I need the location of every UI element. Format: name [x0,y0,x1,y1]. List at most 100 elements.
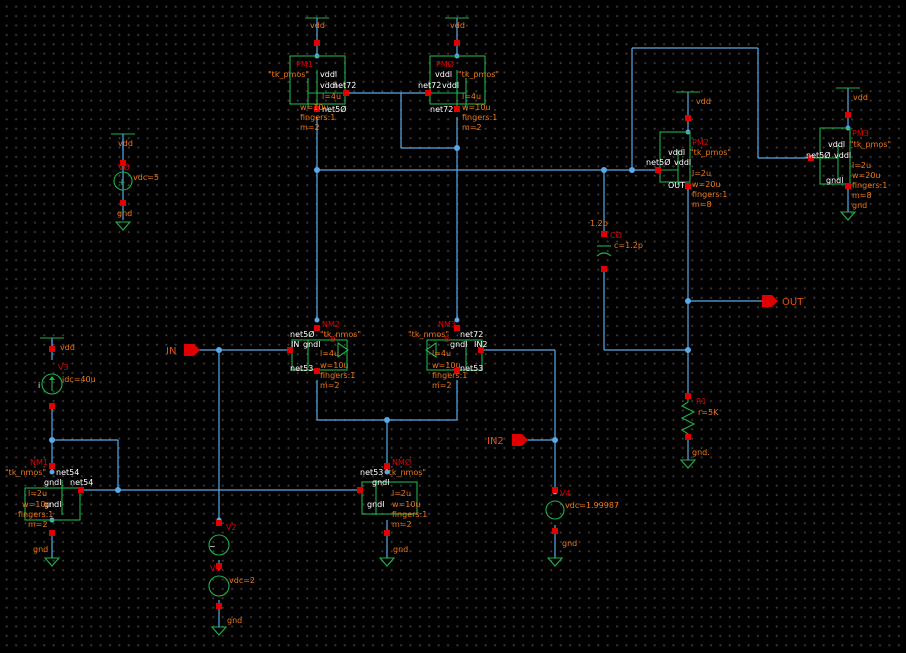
svg-text:m=8: m=8 [852,191,872,200]
svg-text:gnd: gnd [227,616,242,625]
svg-text:"tk_nmos": "tk_nmos" [5,468,46,477]
svg-text:l=2u: l=2u [28,489,47,498]
svg-text:w=10u: w=10u [300,103,329,112]
svg-text:l=4u: l=4u [320,349,339,358]
svg-text:IN2: IN2 [487,436,504,447]
svg-text:net5Ø: net5Ø [290,329,315,339]
svg-text:gndl: gndl [367,500,384,509]
svg-text:fingers:1: fingers:1 [392,510,427,519]
svg-text:"tk_pmos": "tk_pmos" [458,70,499,79]
port-out[interactable]: OUT [762,295,804,308]
svg-text:gnd.: gnd. [692,448,710,457]
svg-text:m=2: m=2 [320,381,340,390]
svg-text:OUT: OUT [668,181,685,190]
svg-text:PM1: PM1 [296,60,313,69]
svg-text:gndl: gndl [44,478,61,487]
svg-text:PM3: PM3 [852,129,869,138]
junctions [49,53,851,523]
svg-text:V2: V2 [226,523,237,532]
svg-text:gnd: gnd [852,201,867,210]
svg-text:NMØ: NMØ [392,457,411,467]
svg-text:+: + [118,178,126,188]
svg-text:w=10u: w=10u [462,103,491,112]
svg-text:c=1.2p: c=1.2p [614,241,643,250]
svg-text:NM2: NM2 [322,320,340,329]
svg-text:r=5K: r=5K [698,408,719,417]
svg-text:gndl: gndl [372,478,389,487]
svg-text:gndl: gndl [450,340,467,349]
svg-text:net72: net72 [430,105,453,114]
svg-text:net5Ø: net5Ø [322,104,347,114]
svg-text:m=2: m=2 [432,381,452,390]
svg-text:fingers:1: fingers:1 [692,190,727,199]
svg-text:net5Ø: net5Ø [806,150,831,160]
svg-text:V3: V3 [58,363,69,372]
svg-text:net5Ø: net5Ø [646,157,671,167]
svg-text:OUT: OUT [782,297,804,308]
svg-text:net54: net54 [70,478,93,487]
svg-text:vddl: vddl [320,81,337,90]
svg-text:VØ: VØ [118,162,130,172]
svg-text:vdd: vdd [696,97,711,106]
svg-text:NM1: NM1 [30,458,48,467]
svg-text:l=2u: l=2u [392,489,411,498]
svg-text:m=2: m=2 [462,123,482,132]
svg-text:vdd: vdd [853,93,868,102]
svg-text:l=4u: l=4u [322,92,341,101]
svg-text:net53: net53 [290,364,313,373]
svg-text:net72: net72 [333,81,356,90]
svg-text:w=10u: w=10u [432,361,461,370]
svg-text:gnd: gnd [393,545,408,554]
sources-and-passives: + [41,171,696,597]
transistor-bodies [24,55,851,521]
svg-text:w=10u: w=10u [22,500,51,509]
svg-text:B: B [444,335,450,344]
svg-text:vddl: vddl [834,151,851,160]
svg-text:i: i [38,381,40,390]
svg-text:PMØ: PMØ [436,59,454,69]
svg-text:gndl: gndl [44,500,61,509]
svg-text:fingers:1: fingers:1 [300,113,335,122]
svg-text:net54: net54 [56,468,79,477]
svg-text:fingers:1: fingers:1 [462,113,497,122]
svg-text:vddl: vddl [668,148,685,157]
svg-text:gndl: gndl [826,176,843,185]
svg-text:vdd: vdd [60,343,75,352]
svg-text:"tk_nmos": "tk_nmos" [408,330,449,339]
svg-text:CØ: CØ [610,230,622,240]
svg-text:vddl: vddl [435,70,452,79]
port-in[interactable]: IN [166,344,200,357]
svg-text:"tk_nmos": "tk_nmos" [385,468,426,477]
svg-text:1.2p: 1.2p [590,219,608,228]
svg-text:B: B [330,335,336,344]
wires [51,18,849,570]
svg-text:net53: net53 [460,364,483,373]
svg-text:vddl: vddl [442,81,459,90]
svg-text:V1: V1 [210,564,221,573]
svg-text:fingers:1: fingers:1 [18,510,53,519]
svg-text:"tk_pmos": "tk_pmos" [268,70,309,79]
svg-text:gnd: gnd [562,539,577,548]
svg-text:fingers:1: fingers:1 [852,181,887,190]
svg-text:IN2: IN2 [474,340,487,349]
svg-text:fingers:1: fingers:1 [320,371,355,380]
svg-text:vdd: vdd [118,139,133,148]
svg-text:vddl: vddl [828,140,845,149]
svg-text:m=2: m=2 [300,123,320,132]
svg-text:vdc=1.99987: vdc=1.99987 [565,501,619,510]
svg-text:w=20u: w=20u [852,171,881,180]
svg-text:vddl: vddl [320,70,337,79]
svg-text:m=2: m=2 [392,520,412,529]
svg-text:vdc=2: vdc=2 [229,576,255,585]
svg-text:vdd: vdd [450,21,465,30]
port-in2[interactable]: IN2 [487,434,528,447]
svg-text:net53: net53 [360,468,383,477]
pins [49,40,851,609]
labels: vdd vdd vdd vdd vdd vdd gnd gnd gnd. gnd… [5,21,891,625]
svg-text:vdc=5: vdc=5 [133,173,159,182]
svg-text:idc=40u: idc=40u [62,375,96,384]
svg-text:l=4u: l=4u [462,92,481,101]
svg-text:l=4u: l=4u [432,349,451,358]
